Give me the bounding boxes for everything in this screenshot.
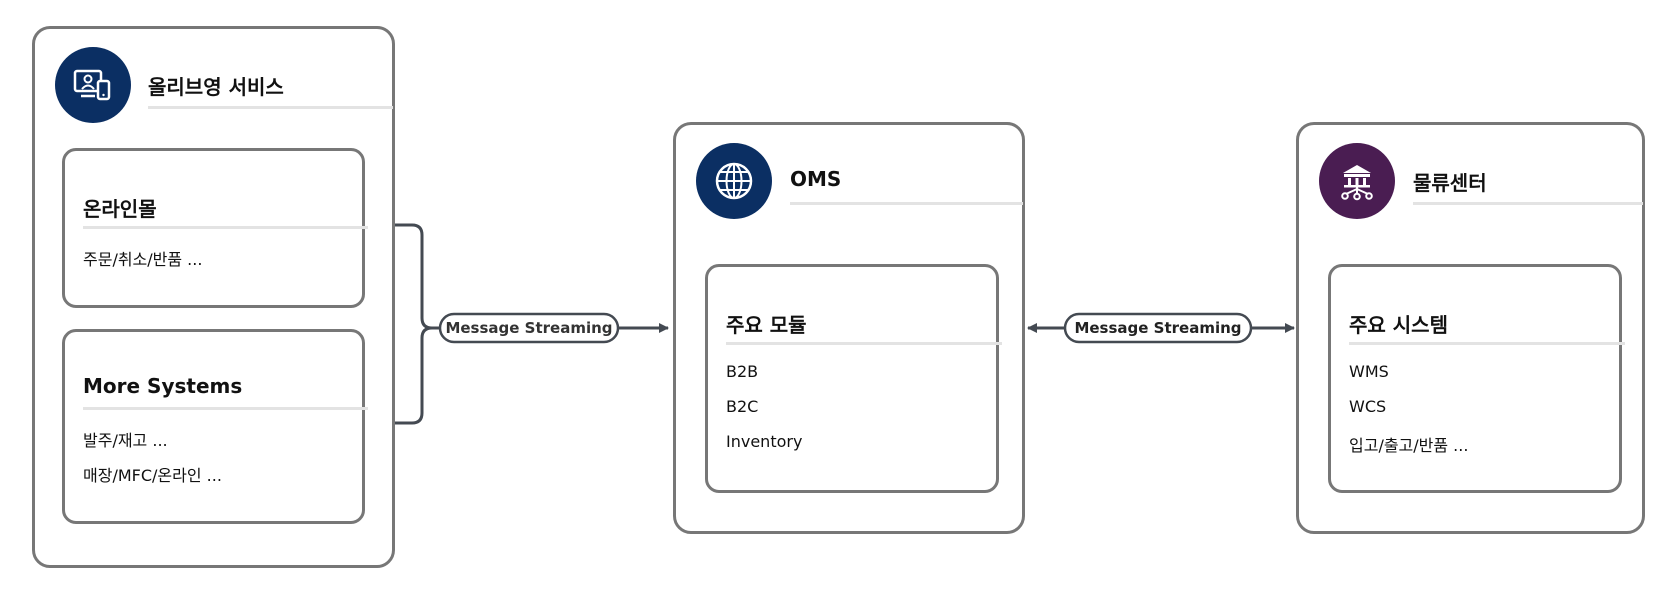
olive-services-panel: 올리브영 서비스 온라인몰 주문/취소/반품 ... More Systems … — [32, 26, 395, 568]
panel-title-rule — [790, 202, 1023, 205]
card-title-rule — [83, 226, 368, 229]
card-main-systems: 주요 시스템 WMS WCS 입고/출고/반품 ... — [1328, 264, 1625, 493]
card-title-rule — [83, 407, 368, 410]
left-connector: Message Streaming — [371, 220, 669, 428]
card-title-more-systems: More Systems — [83, 374, 243, 398]
warehouse-network-icon — [1319, 143, 1395, 219]
left-streaming-label: Message Streaming — [445, 319, 612, 337]
right-streaming-pill — [1063, 312, 1253, 344]
card-item: 주문/취소/반품 ... — [83, 250, 203, 269]
devices-icon — [55, 47, 131, 123]
panel-title-rule — [1413, 202, 1643, 205]
oms-panel: OMS 주요 모듈 B2B B2C Inventory — [673, 122, 1025, 534]
panel-title-logistics: 물류센터 — [1413, 171, 1487, 195]
card-title-online-mall: 온라인몰 — [83, 197, 157, 221]
card-item: B2B — [726, 362, 759, 381]
logistics-panel: 물류센터 주요 시스템 WMS WCS 입고/출고/반품 ... — [1296, 122, 1645, 534]
right-connector: Message Streaming — [1027, 312, 1295, 344]
panel-title-olive: 올리브영 서비스 — [148, 75, 284, 99]
card-online-mall: 온라인몰 주문/취소/반품 ... — [62, 148, 368, 308]
card-item: WCS — [1349, 397, 1387, 416]
card-title-main-systems: 주요 시스템 — [1349, 313, 1448, 337]
card-item: 매장/MFC/온라인 ... — [83, 466, 222, 485]
card-main-modules: 주요 모듈 B2B B2C Inventory — [705, 264, 1002, 493]
right-streaming-label: Message Streaming — [1074, 319, 1241, 337]
card-title-rule — [1349, 342, 1625, 345]
bracket-to-more-systems — [371, 326, 440, 428]
card-item: 입고/출고/반품 ... — [1349, 436, 1469, 455]
card-item: Inventory — [726, 432, 803, 451]
card-title-rule — [726, 342, 1002, 345]
panel-title-rule — [148, 106, 393, 109]
panel-title-oms: OMS — [790, 167, 842, 191]
card-more-systems: More Systems 발주/재고 ... 매장/MFC/온라인 ... — [62, 329, 368, 524]
card-item: 발주/재고 ... — [83, 431, 168, 450]
globe-icon — [696, 143, 772, 219]
card-item: WMS — [1349, 362, 1389, 381]
card-item: B2C — [726, 397, 759, 416]
card-title-main-modules: 주요 모듈 — [726, 313, 807, 337]
left-streaming-pill — [438, 312, 620, 344]
